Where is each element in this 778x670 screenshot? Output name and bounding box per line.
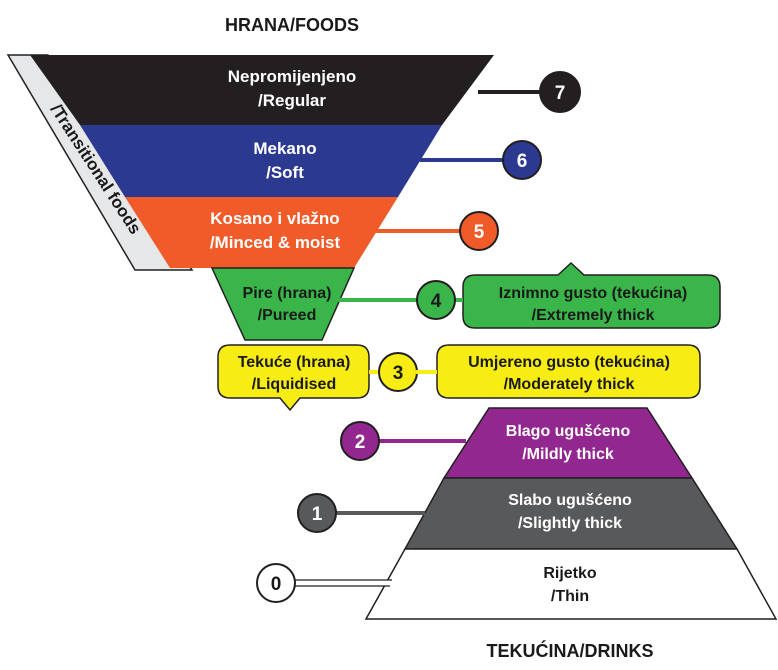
level-3-number: 3 [393,363,404,384]
level-1-badge [297,493,337,533]
drink-level-2-line2: /Mildly thick [522,446,614,463]
food-level-5-band [125,197,398,268]
foods-title: HRANA/FOODS [225,15,359,35]
food-level-7-badge [539,71,581,113]
food-level-6-band [80,125,442,197]
level-0-number: 0 [271,574,282,595]
food-level-3-box [217,344,370,412]
drink-level-2-band [442,407,694,479]
food-level-5-line2: /Minced & moist [210,233,341,252]
food-level-7-line1: Nepromijenjeno [228,67,356,86]
level-2-badge [340,421,380,461]
food-level-3-line1: Tekuće (hrana) [238,354,351,371]
food-level-5-badge [459,211,499,251]
drink-level-1-line1: Slabo ugušćeno [508,492,632,509]
drink-level-4-box [462,261,721,329]
drink-level-3-line1: Umjereno gusto (tekućina) [468,354,670,371]
drink-level-2-line1: Blago ugušćeno [506,423,631,440]
food-level-7-line2: /Regular [258,91,326,110]
food-level-3-line2: /Liquidised [252,376,336,393]
drink-level-1-band [403,477,739,550]
food-level-4-line1: Pire (hrana) [243,285,332,302]
food-level-7-band [30,55,494,125]
food-level-6-line2: /Soft [266,163,304,182]
food-level-6-number: 6 [517,151,528,172]
food-level-4-band [210,267,356,341]
level-2-number: 2 [355,432,366,453]
food-level-6-badge [502,140,542,180]
drink-level-0-band [364,548,778,620]
food-level-5-number: 5 [474,222,485,243]
drink-level-4-line1: Iznimno gusto (tekućina) [499,285,687,302]
drink-level-0-connector-outline [292,579,392,587]
level-1-number: 1 [312,504,323,525]
food-level-6-line1: Mekano [253,139,316,158]
food-level-4-line2: /Pureed [258,307,317,324]
food-level-5-line1: Kosano i vlažno [210,209,339,228]
drink-level-0-line1: Rijetko [543,565,597,582]
food-level-7-number: 7 [555,83,566,104]
level-0-badge [256,563,296,603]
drink-level-0-line2: /Thin [551,588,589,605]
level-4-badge [416,280,456,320]
drink-level-4-line2: /Extremely thick [532,307,655,324]
drink-level-3-line2: /Moderately thick [504,376,635,393]
drink-level-1-line2: /Slightly thick [518,515,622,532]
drinks-title: TEKUĆINA/DRINKS [486,640,653,661]
drink-level-3-box [436,344,701,399]
level-4-number: 4 [431,291,442,312]
